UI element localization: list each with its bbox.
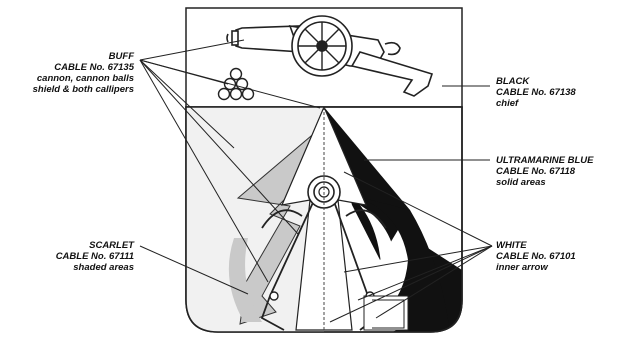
callout-black: BLACK CABLE No. 67138 chief bbox=[496, 76, 614, 109]
callout-white-desc-1: inner arrow bbox=[496, 262, 614, 273]
callout-white: WHITE CABLE No. 67101 inner arrow bbox=[496, 240, 614, 273]
callout-buff-name: BUFF bbox=[18, 51, 134, 62]
callout-scarlet-name: SCARLET bbox=[18, 240, 134, 251]
callout-black-cable: CABLE No. 67138 bbox=[496, 87, 614, 98]
callout-ultramarine-desc-1: solid areas bbox=[496, 177, 616, 188]
callout-buff-cable: CABLE No. 67135 bbox=[18, 62, 134, 73]
callout-black-desc-1: chief bbox=[496, 98, 614, 109]
callout-buff-desc-2: shield & both callipers bbox=[18, 84, 134, 95]
callout-ultramarine-blue: ULTRAMARINE BLUE CABLE No. 67118 solid a… bbox=[496, 155, 616, 188]
callout-scarlet-cable: CABLE No. 67111 bbox=[18, 251, 134, 262]
callout-buff: BUFF CABLE No. 67135 cannon, cannon ball… bbox=[18, 51, 134, 95]
callout-scarlet: SCARLET CABLE No. 67111 shaded areas bbox=[18, 240, 134, 273]
callout-black-name: BLACK bbox=[496, 76, 614, 87]
shield-body bbox=[186, 107, 462, 332]
callout-ultramarine-cable: CABLE No. 67118 bbox=[496, 166, 616, 177]
callout-white-name: WHITE bbox=[496, 240, 614, 251]
callout-ultramarine-name: ULTRAMARINE BLUE bbox=[496, 155, 616, 166]
callout-buff-desc-1: cannon, cannon balls bbox=[18, 73, 134, 84]
callout-white-cable: CABLE No. 67101 bbox=[496, 251, 614, 262]
callout-scarlet-desc-1: shaded areas bbox=[18, 262, 134, 273]
